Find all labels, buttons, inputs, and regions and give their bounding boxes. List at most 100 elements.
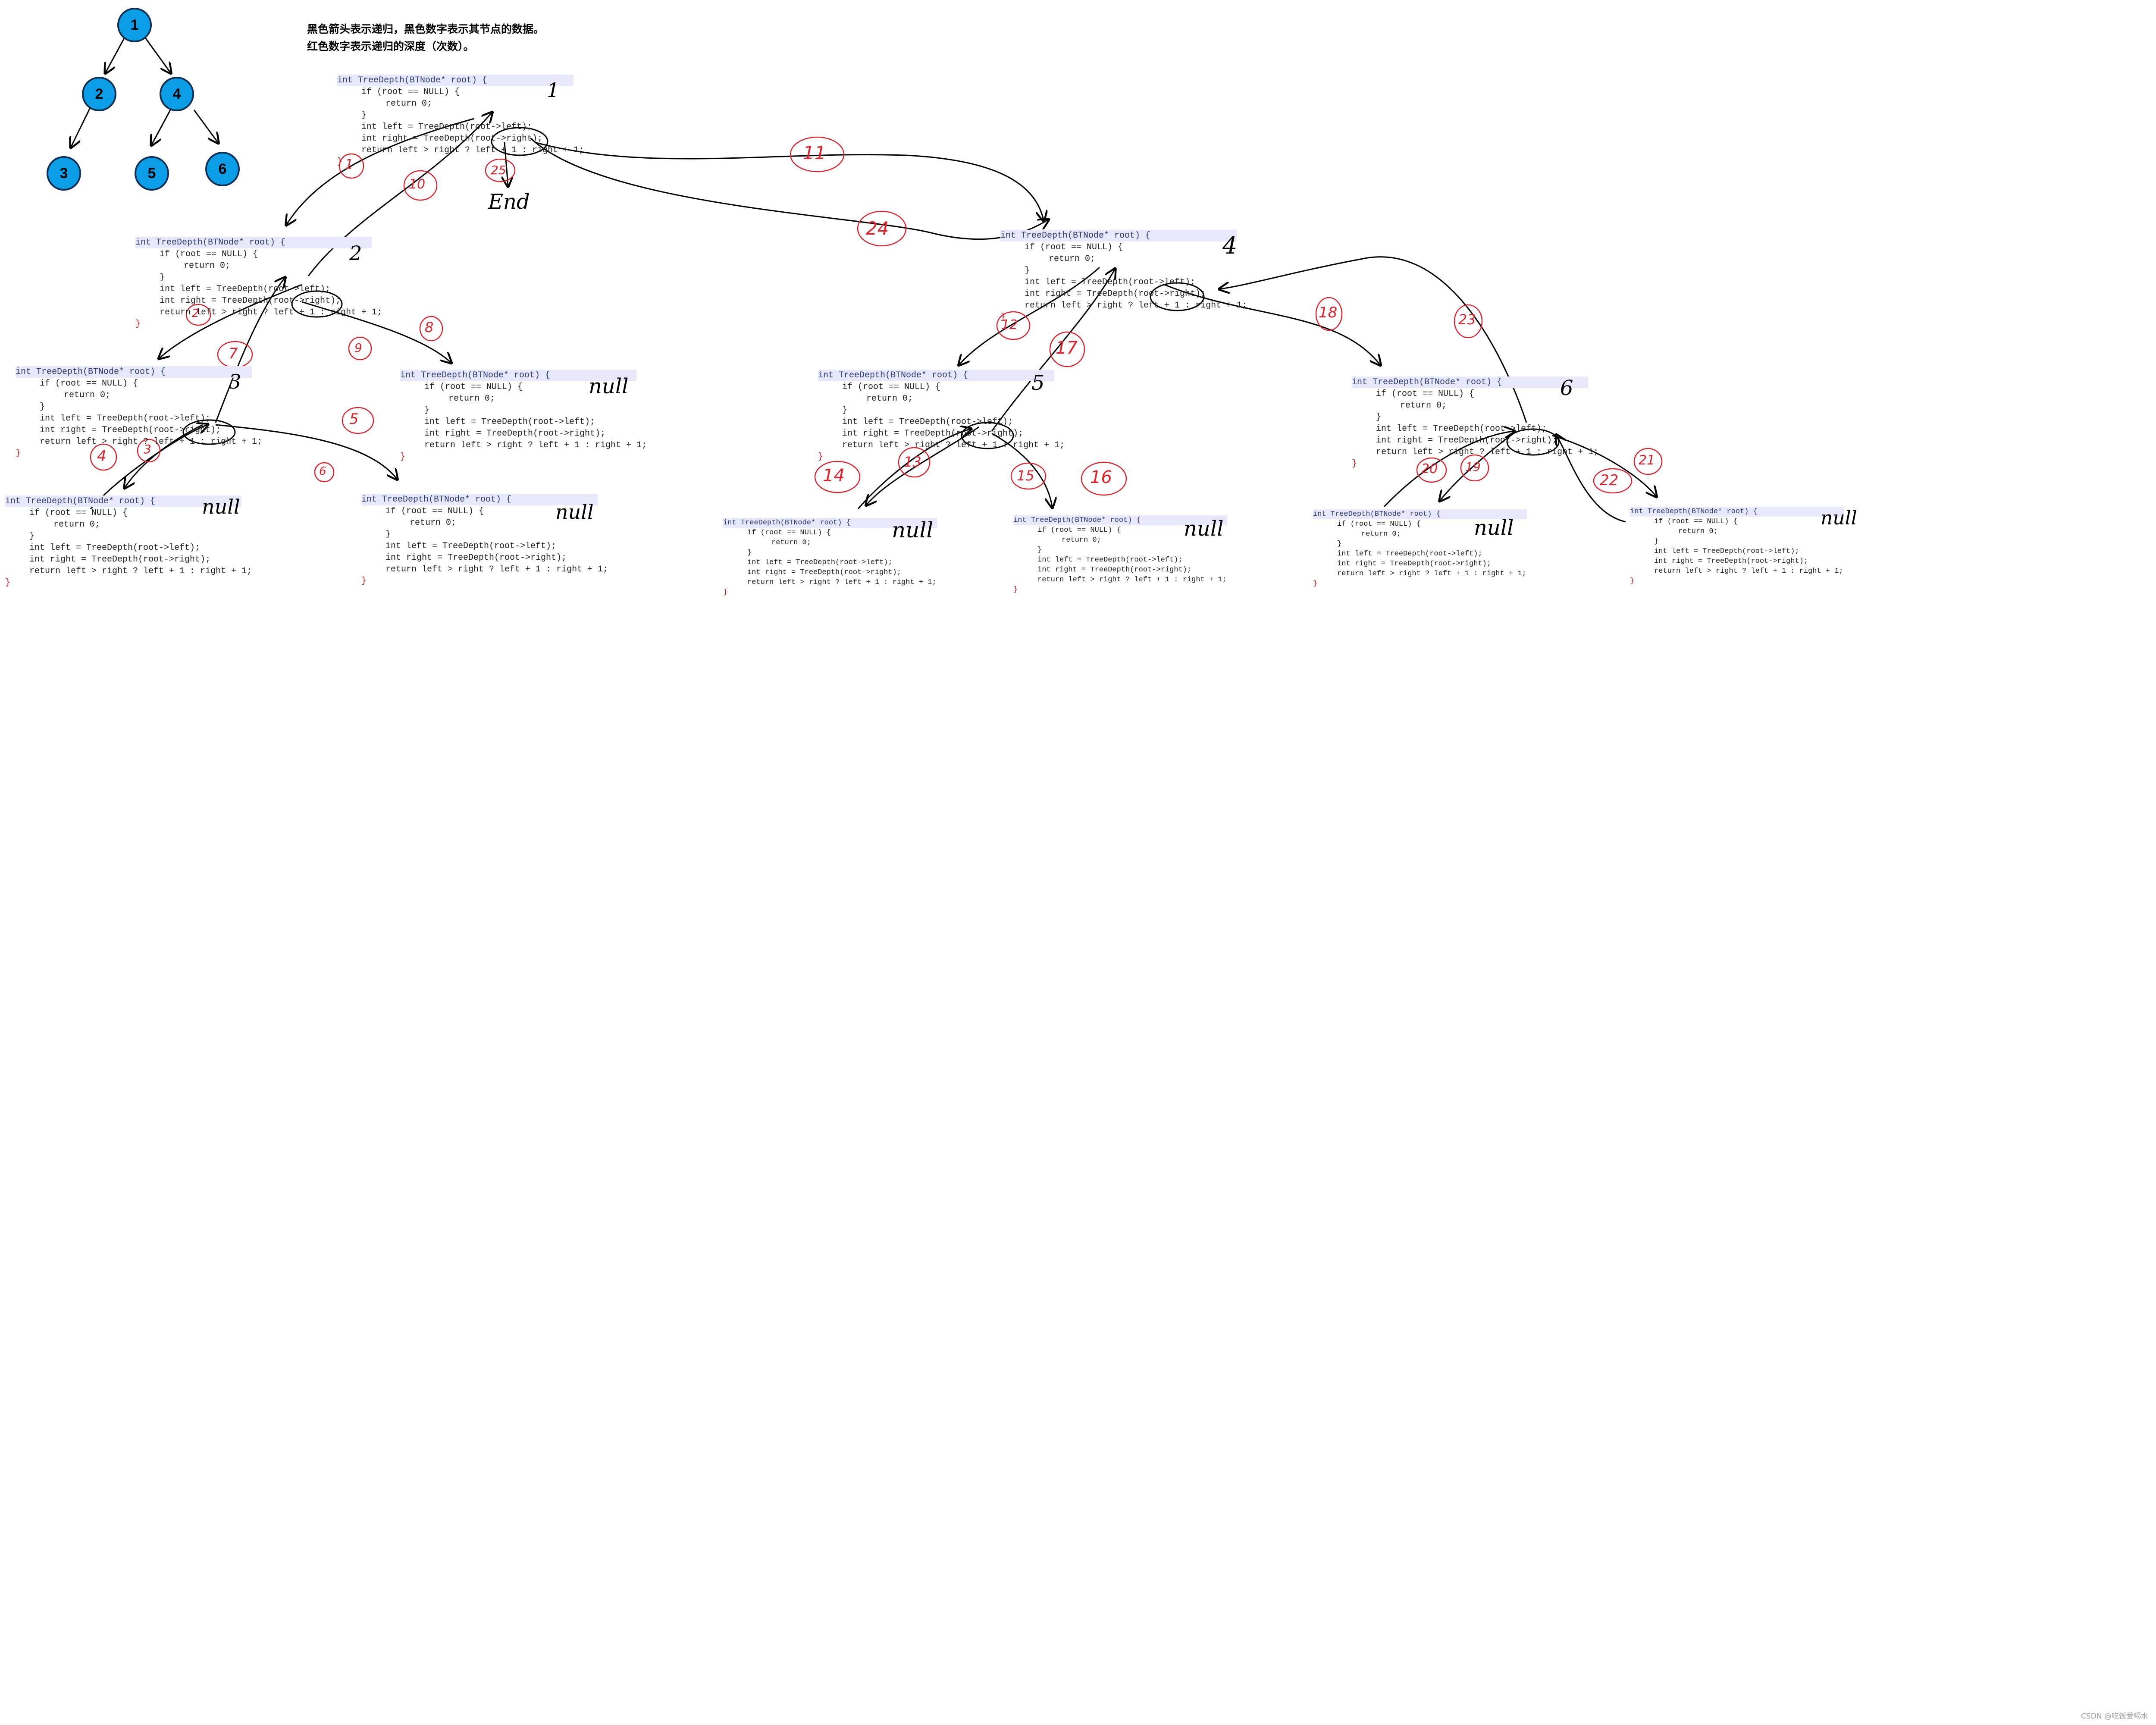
call-arrow-6-to-null-left bbox=[1440, 433, 1514, 500]
frame-close-func: } bbox=[723, 588, 728, 596]
frame-return: return left > right ? left + 1 : right +… bbox=[385, 565, 608, 574]
frame-close-if: } bbox=[1037, 546, 1042, 554]
frame-close-if: } bbox=[424, 405, 430, 415]
tree-edge-4-6 bbox=[193, 110, 218, 142]
code-frame-node-5-left-null: int TreeDepth(BTNode* root) { if (root =… bbox=[723, 508, 937, 597]
frame-right: int right = TreeDepth(root->right); bbox=[361, 134, 543, 144]
call-arrow-root-to-4-top bbox=[534, 141, 1044, 220]
frame-left: int left = TreeDepth(root->left); bbox=[747, 558, 893, 567]
frame-signature: int TreeDepth(BTNode* root) { bbox=[1313, 509, 1527, 519]
return-arrow-root-end bbox=[505, 142, 508, 185]
hw-node-label-6: 6 bbox=[1560, 376, 1573, 400]
depth-circle-17 bbox=[1049, 331, 1085, 367]
depth-circle-3 bbox=[137, 439, 161, 463]
watermark: CSDN @吃饭爱喝水 bbox=[2081, 1712, 2148, 1721]
frame-return: return left > right ? left + 1 : right +… bbox=[1654, 567, 1843, 575]
frame-right: int right = TreeDepth(root->right); bbox=[747, 568, 902, 577]
frame-if: if (root == NULL) { bbox=[29, 508, 128, 518]
depth-number-24: 24 bbox=[866, 218, 889, 239]
frame-if: if (root == NULL) { bbox=[361, 87, 460, 97]
depth-circle-4 bbox=[90, 443, 117, 471]
depth-number-21: 21 bbox=[1639, 453, 1655, 468]
frame-if: if (root == NULL) { bbox=[424, 382, 523, 392]
frame-return-zero: return 0; bbox=[64, 390, 111, 400]
code-frame-node-3-left-null: int TreeDepth(BTNode* root) { if (root =… bbox=[5, 484, 252, 589]
return-arrow-null-to-6-left bbox=[1383, 431, 1514, 508]
hw-null-6-right: null bbox=[1821, 507, 1857, 529]
return-ellipses bbox=[182, 127, 1560, 456]
frame-right: int right = TreeDepth(root->right); bbox=[40, 425, 221, 435]
frame-left: int left = TreeDepth(root->left); bbox=[1037, 556, 1183, 564]
hw-end-label: End bbox=[488, 190, 530, 214]
frame-close-if: } bbox=[1025, 266, 1030, 276]
frame-close-if: } bbox=[842, 405, 848, 415]
return-arrow-5-to-4 bbox=[991, 270, 1115, 432]
hw-null-5-right: null bbox=[1184, 517, 1224, 541]
code-frame-node-4: int TreeDepth(BTNode* root) { if (root =… bbox=[1000, 218, 1247, 323]
depth-number-23: 23 bbox=[1458, 311, 1476, 328]
hw-null-5-left: null bbox=[892, 518, 934, 543]
frame-if: if (root == NULL) { bbox=[1025, 242, 1123, 252]
ellipse-f4 bbox=[1150, 282, 1205, 311]
call-arrow-5-to-null-right bbox=[991, 433, 1052, 507]
depth-circle-5 bbox=[342, 407, 374, 434]
ellipse-f3 bbox=[182, 419, 236, 445]
depth-circle-25 bbox=[485, 158, 516, 182]
depth-number-9: 9 bbox=[354, 341, 362, 355]
frame-signature: int TreeDepth(BTNode* root) { bbox=[723, 518, 937, 528]
recursion-arrows bbox=[90, 113, 1656, 523]
depth-circle-8 bbox=[419, 316, 443, 342]
depth-circle-22 bbox=[1593, 468, 1633, 494]
tree-edge-1-2 bbox=[106, 36, 126, 72]
frame-if: if (root == NULL) { bbox=[747, 529, 831, 537]
return-arrow-null-to-5 bbox=[857, 429, 970, 509]
frame-return: return left > right ? left + 1 : right +… bbox=[424, 440, 647, 450]
frame-return: return left > right ? left + 1 : right +… bbox=[1337, 570, 1526, 578]
frame-return-zero: return 0; bbox=[1678, 527, 1718, 536]
frame-close-if: } bbox=[40, 402, 45, 412]
frame-left: int left = TreeDepth(root->left); bbox=[1654, 547, 1799, 555]
frame-return: return left > right ? left + 1 : right +… bbox=[842, 440, 1065, 450]
frame-if: if (root == NULL) { bbox=[842, 382, 941, 392]
depth-circle-19 bbox=[1460, 454, 1489, 482]
frame-left: int left = TreeDepth(root->left); bbox=[1376, 424, 1547, 434]
frame-close-func: } bbox=[1352, 459, 1357, 469]
frame-right: int right = TreeDepth(root->right); bbox=[160, 296, 341, 306]
depth-number-14: 14 bbox=[823, 466, 845, 486]
depth-circle-9 bbox=[348, 336, 372, 361]
return-arrow-3-to-2 bbox=[215, 278, 285, 423]
call-arrow-root-to-4 bbox=[530, 137, 1048, 240]
frame-left: int left = TreeDepth(root->left); bbox=[385, 541, 557, 551]
code-frame-node-2: int TreeDepth(BTNode* root) { if (root =… bbox=[135, 225, 382, 330]
depth-circle-12 bbox=[996, 311, 1031, 340]
depth-number-10: 10 bbox=[409, 177, 426, 192]
depth-circle-20 bbox=[1416, 457, 1447, 483]
frame-return: return left > right ? left + 1 : right +… bbox=[747, 578, 937, 586]
frame-close-func: } bbox=[1000, 312, 1006, 322]
depth-number-22: 22 bbox=[1600, 472, 1619, 489]
depth-number-17: 17 bbox=[1056, 338, 1078, 358]
code-frame-node-6-left-null: int TreeDepth(BTNode* root) { if (root =… bbox=[1313, 499, 1527, 589]
frame-if: if (root == NULL) { bbox=[1037, 526, 1121, 534]
frame-close-func: } bbox=[337, 157, 343, 167]
depth-number-16: 16 bbox=[1090, 467, 1112, 487]
depth-circle-24 bbox=[857, 210, 907, 247]
frame-close-if: } bbox=[29, 531, 35, 541]
frame-close-if: } bbox=[1337, 540, 1342, 548]
depth-number-20: 20 bbox=[1421, 461, 1438, 477]
depth-number-2: 2 bbox=[192, 307, 199, 320]
tree-edge-1-4 bbox=[144, 36, 170, 72]
tree-edge-4-5 bbox=[152, 110, 171, 144]
frame-signature: int TreeDepth(BTNode* root) { bbox=[135, 237, 372, 248]
hw-null-2-right: null bbox=[589, 374, 629, 398]
tree-edges bbox=[71, 36, 218, 147]
depth-number-19: 19 bbox=[1465, 460, 1481, 474]
frame-return: return left > right ? left + 1 : right +… bbox=[40, 437, 263, 447]
hw-node-label-2: 2 bbox=[349, 242, 362, 265]
call-arrow-3-to-null-right bbox=[215, 424, 397, 479]
frame-signature: int TreeDepth(BTNode* root) { bbox=[1630, 507, 1844, 517]
frame-close-func: } bbox=[818, 452, 824, 462]
depth-circle-2 bbox=[185, 304, 211, 326]
frame-return-zero: return 0; bbox=[1400, 401, 1447, 411]
